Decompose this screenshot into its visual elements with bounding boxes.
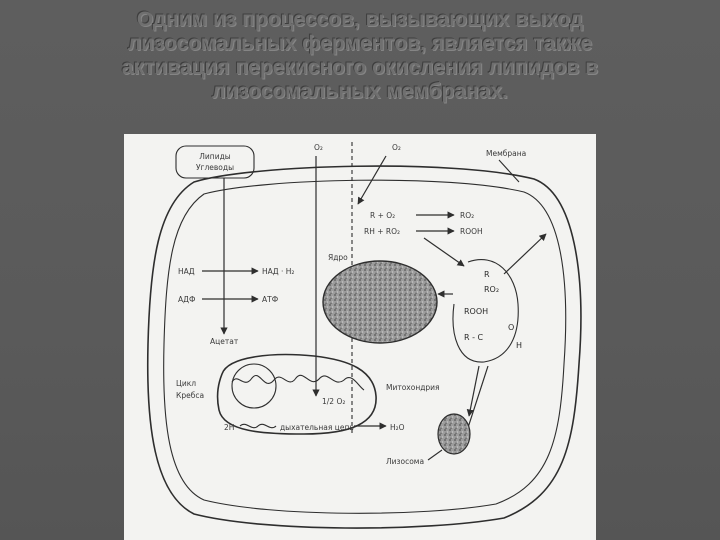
reaction-1: R + O₂ (370, 211, 395, 220)
carbohydrates-label: Углеводы (196, 163, 234, 172)
o2-right-label: O₂ (392, 143, 401, 152)
reaction-2-product: ROOH (460, 227, 483, 236)
krebs-cycle-circle (231, 363, 277, 409)
title-line-1: Одним из процессов, вызывающих выход (136, 8, 584, 31)
cell-membrane-inner (163, 179, 567, 514)
reaction-2: RH + RO₂ (364, 227, 400, 236)
lipids-box (175, 145, 255, 179)
radical-o: O (508, 323, 514, 332)
krebs-label-1: Цикл (176, 379, 196, 388)
lysosome-pointer (427, 449, 443, 461)
mitochondria-label: Митохондрия (386, 383, 440, 392)
nucleus (322, 260, 438, 344)
nucleus-label: Ядро (328, 253, 348, 262)
resp-chain-wave (239, 423, 277, 429)
cell-diagram-figure: Липиды Углеводы O₂ O₂ Мембрана R + O₂ RO… (124, 134, 596, 540)
mitochondrion (216, 353, 377, 435)
nad-label: НАД (178, 267, 195, 276)
title-line-2: лизосомальных ферментов, является также (127, 32, 593, 55)
radical-rc: R - C (464, 333, 484, 342)
radical-cluster-outline (452, 259, 519, 363)
lysosome (437, 413, 471, 455)
o2-left-label: O₂ (314, 143, 323, 152)
atp-label: АТФ (262, 295, 279, 304)
radical-rooh: ROOH (464, 307, 488, 316)
slide-title: Одним из процессов, вызывающих выход лиз… (60, 8, 660, 104)
adp-label: АДФ (178, 295, 196, 304)
nadh-label: НАД · H₂ (262, 267, 294, 276)
cell-diagram-svg: Липиды Углеводы O₂ O₂ Мембрана R + O₂ RO… (146, 142, 582, 529)
title-line-3: активация перекисного окисления липидов … (121, 56, 599, 79)
radical-r: R (484, 270, 490, 279)
title-line-4: лизосомальных мембранах. (212, 80, 508, 103)
krebs-label-2: Кребса (176, 391, 204, 400)
h2o-label: H₂O (390, 423, 405, 432)
cell-membrane-outer (146, 165, 582, 529)
o2-right-line (357, 155, 387, 205)
resp-chain-label: дыхательная цепь (280, 423, 354, 432)
radicals-to-membrane-arrow (503, 233, 547, 275)
mitochondrion-cristae (231, 374, 365, 391)
lipids-label: Липиды (199, 152, 230, 161)
radicals-to-mitochondria-arrow (466, 365, 480, 417)
two-h-label: 2H (224, 423, 234, 432)
acetate-label: Ацетат (210, 337, 239, 346)
radical-ro2: RO₂ (484, 285, 499, 294)
membrane-pointer (498, 159, 520, 183)
reaction-to-radicals-arrow (423, 237, 465, 267)
half-o2-label: 1/2 O₂ (322, 397, 345, 406)
lysosome-label: Лизосома (386, 457, 424, 466)
radical-h: H (516, 341, 522, 350)
reaction-1-product: RO₂ (460, 211, 474, 220)
membrane-label: Мембрана (486, 149, 526, 158)
